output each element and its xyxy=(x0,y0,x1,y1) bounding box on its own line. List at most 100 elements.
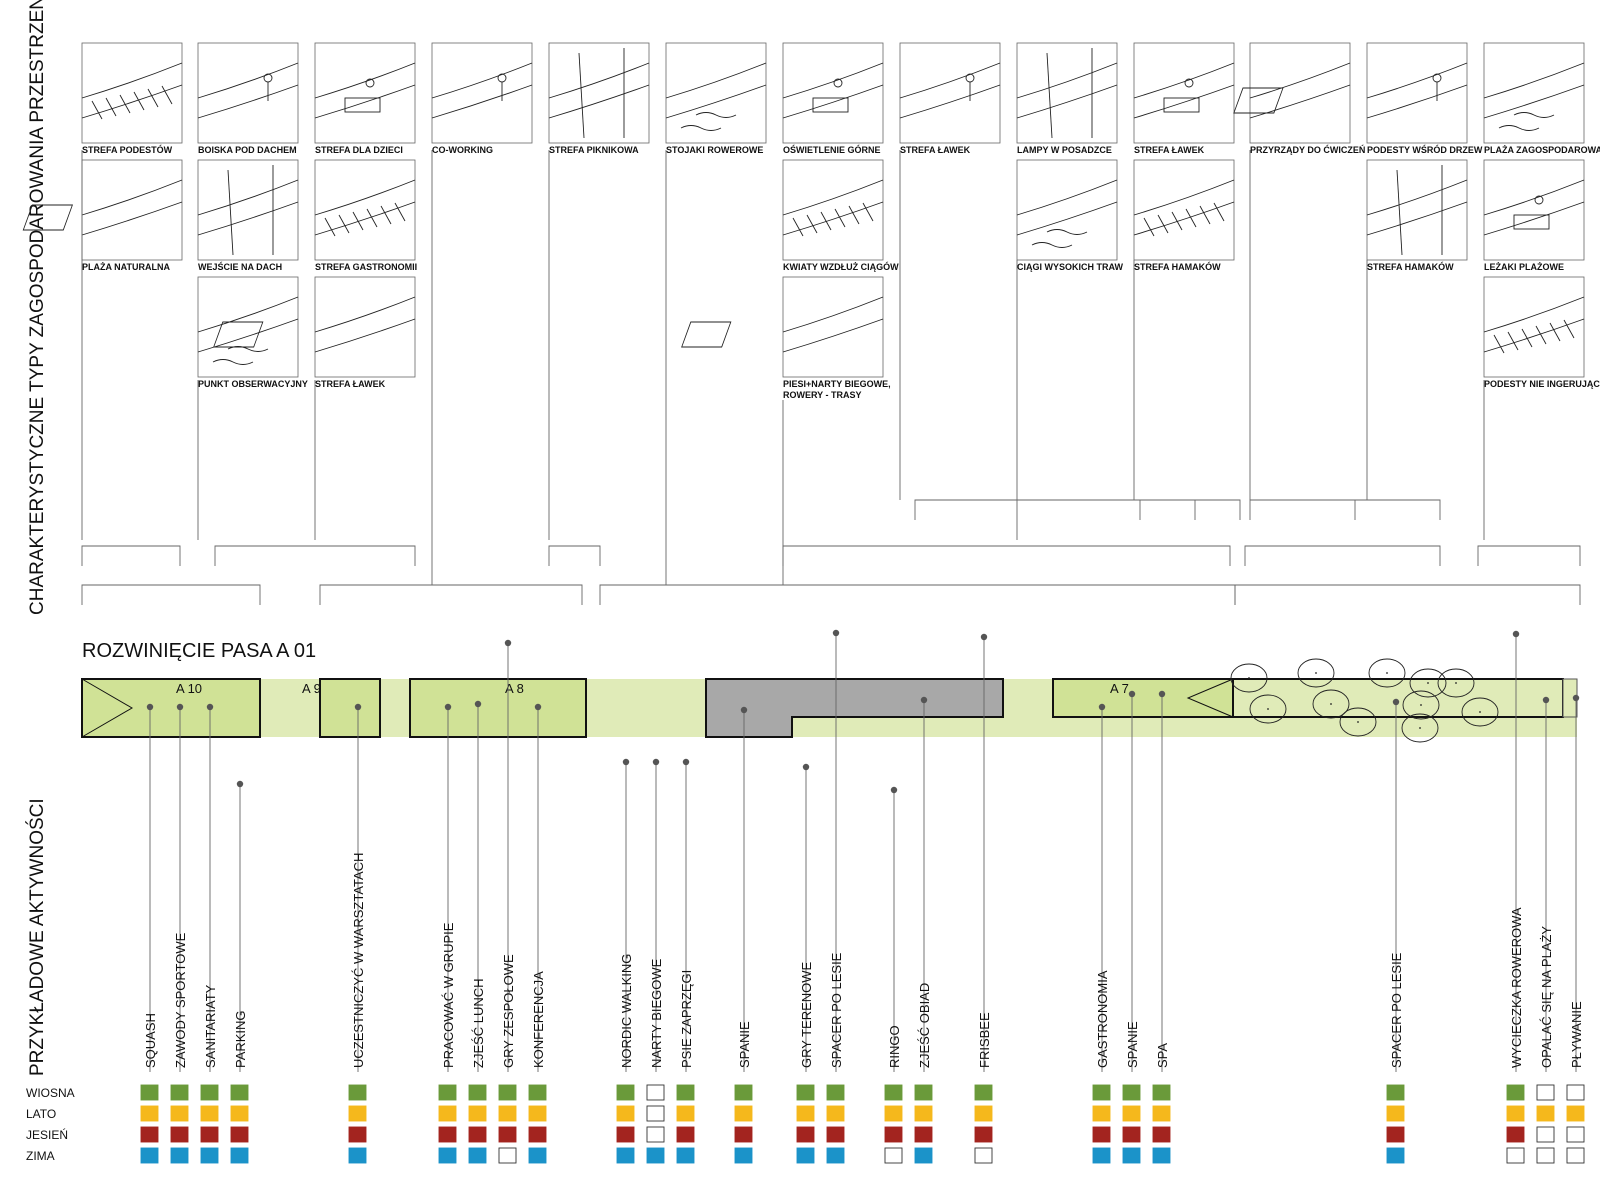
water-line xyxy=(680,125,722,131)
tree-trunk xyxy=(1396,169,1403,256)
activity-label: GASTRONOMIA xyxy=(1095,970,1110,1068)
sketch-line xyxy=(314,179,416,216)
cell-label-line: PIESI+NARTY BIEGOWE, xyxy=(783,379,891,389)
cell-label: WEJŚCIE NA DACH xyxy=(198,261,282,272)
side-title-top: CHARAKTERYSTYCZNE TYPY ZAGOSPODAROWANIA … xyxy=(27,0,48,615)
cell-label: STREFA PODESTÓW xyxy=(82,144,173,155)
zone-a7 xyxy=(1052,678,1234,718)
season-square xyxy=(438,1147,457,1164)
activity-dot xyxy=(652,758,660,766)
tree-canopy xyxy=(1339,707,1377,737)
sketch-line xyxy=(1483,318,1585,353)
sketch-line xyxy=(665,62,767,99)
activity-dot xyxy=(354,703,362,711)
sketch-line xyxy=(161,85,173,105)
sketch-line xyxy=(1213,202,1225,222)
program-column: CO-WORKING xyxy=(431,42,533,155)
sketch-line xyxy=(782,84,884,119)
season-square xyxy=(170,1126,189,1143)
bench xyxy=(1163,97,1200,113)
season-square xyxy=(1152,1105,1171,1122)
sketch-line xyxy=(899,84,1001,119)
season-square xyxy=(140,1147,159,1164)
activity-dot xyxy=(1542,696,1550,704)
activity-dot xyxy=(146,703,154,711)
season-square xyxy=(438,1126,457,1143)
tree-canopy xyxy=(1461,697,1499,727)
sketch-line xyxy=(324,217,336,237)
season-square xyxy=(230,1126,249,1143)
season-square xyxy=(734,1126,753,1143)
bench xyxy=(812,97,849,113)
bracket xyxy=(1234,584,1581,605)
figure-head xyxy=(365,78,375,88)
season-square xyxy=(200,1126,219,1143)
activity-dot xyxy=(474,700,482,708)
season-square xyxy=(646,1147,665,1164)
activity-label: PRACOWAĆ W GRUPIE xyxy=(441,922,456,1068)
season-square xyxy=(1566,1126,1585,1143)
activity-dot xyxy=(1158,690,1166,698)
sketch-line xyxy=(119,94,131,114)
tree-dot xyxy=(1479,711,1481,713)
season-square xyxy=(438,1105,457,1122)
bracket xyxy=(81,545,181,566)
season-square xyxy=(528,1105,547,1122)
season-square xyxy=(914,1147,933,1164)
sketch-line xyxy=(81,201,183,236)
season-square xyxy=(140,1126,159,1143)
activity-dot xyxy=(980,633,988,641)
sketch-line xyxy=(1185,208,1197,228)
program-column: STREFA ŁAWEK xyxy=(899,42,1001,155)
bracket-group xyxy=(81,150,1581,605)
sketch-line xyxy=(862,202,874,222)
season-square xyxy=(528,1084,547,1101)
season-label: ZIMA xyxy=(26,1149,55,1163)
season-square xyxy=(1122,1105,1141,1122)
activity-label: SPANIE xyxy=(737,1021,752,1068)
season-square xyxy=(734,1105,753,1122)
season-square xyxy=(676,1084,695,1101)
zone-a7-wedge xyxy=(1186,678,1234,718)
sketch-line xyxy=(782,318,884,353)
activity-label: GRY ZESPOŁOWE xyxy=(501,954,516,1068)
tree-trunk xyxy=(578,52,585,139)
season-square xyxy=(498,1147,517,1164)
sketch-line xyxy=(1563,319,1575,339)
season-square xyxy=(1092,1105,1111,1122)
activity-dot xyxy=(832,629,840,637)
season-square xyxy=(1386,1126,1405,1143)
zone-a9 xyxy=(319,678,381,738)
sketch-line xyxy=(147,88,159,108)
season-square xyxy=(676,1147,695,1164)
season-square xyxy=(1506,1126,1525,1143)
sketch-line xyxy=(848,205,860,225)
season-square xyxy=(826,1105,845,1122)
season-square xyxy=(1536,1147,1555,1164)
season-square xyxy=(230,1105,249,1122)
sketch-line xyxy=(1483,62,1585,99)
activity-dot xyxy=(1512,630,1520,638)
activity-dot xyxy=(802,763,810,771)
zone-a10-wedge xyxy=(81,678,133,738)
sketch-line xyxy=(81,179,183,216)
water-line xyxy=(1498,125,1540,131)
tree-canopy xyxy=(1402,690,1440,720)
activity-label: SPACER PO LESIE xyxy=(829,952,844,1068)
sketch-line xyxy=(782,179,884,216)
figure-head xyxy=(1184,78,1194,88)
activity-dot xyxy=(622,758,630,766)
tree-canopy xyxy=(1249,694,1287,724)
activity-label: SQUASH xyxy=(143,1013,158,1068)
tree-dot xyxy=(1455,682,1457,684)
sketch-line xyxy=(1016,179,1118,216)
tree-canopy xyxy=(1230,663,1268,693)
tree-dot xyxy=(1330,703,1332,705)
bracket xyxy=(81,584,261,605)
sketch-line xyxy=(1016,201,1118,236)
sketch-line xyxy=(197,84,299,119)
cell-label: STREFA GASTRONOMII xyxy=(315,262,417,272)
activity-label: NARTY BIEGOWE xyxy=(649,958,664,1068)
